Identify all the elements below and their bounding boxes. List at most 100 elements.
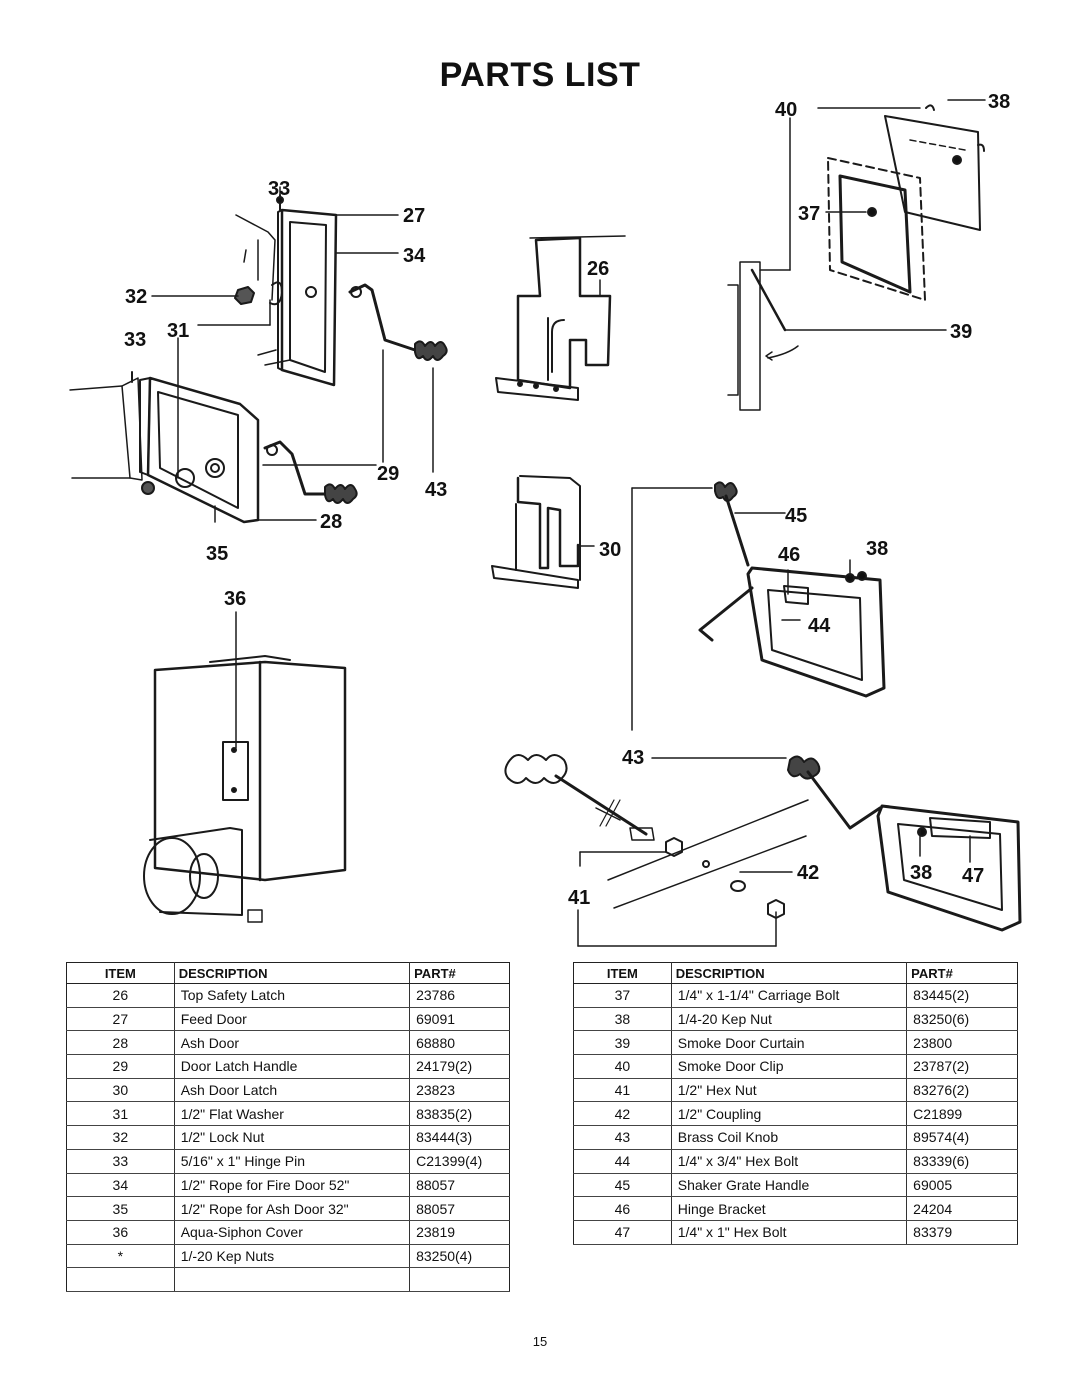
cell-description: Hinge Bracket: [670, 1196, 907, 1221]
cell-part-number: 83339(6): [906, 1149, 1018, 1174]
callout-35: 35: [206, 543, 228, 565]
callout-39: 39: [950, 321, 972, 343]
feed-door-drawing: [234, 194, 448, 387]
callout-42: 42: [797, 862, 819, 884]
cell-description: Ash Door Latch: [173, 1078, 410, 1103]
column-header-item: ITEM: [573, 962, 672, 984]
table-row: [66, 1267, 510, 1292]
callout-34: 34: [403, 245, 426, 267]
cell-part-number: 83250(6): [906, 1007, 1018, 1032]
cell-description: Shaker Grate Handle: [670, 1173, 907, 1198]
column-header-item: ITEM: [66, 962, 175, 984]
cell-item: 28: [66, 1030, 175, 1056]
cell-part-number: [409, 1267, 510, 1292]
cell-part-number: 23800: [906, 1030, 1018, 1056]
cell-description: Smoke Door Curtain: [670, 1030, 907, 1056]
callout-30: 30: [599, 539, 621, 561]
cell-description: 1/4-20 Kep Nut: [670, 1007, 907, 1032]
cell-description: 1/4" x 1" Hex Bolt: [670, 1220, 907, 1245]
callout-28: 28: [320, 511, 342, 533]
cell-part-number: 69005: [906, 1173, 1018, 1198]
callout-41: 41: [568, 887, 590, 909]
cell-item: 36: [66, 1220, 175, 1245]
cell-part-number: 83276(2): [906, 1078, 1018, 1103]
cell-description: 5/16" x 1" Hinge Pin: [173, 1149, 410, 1174]
parts-diagram: 33 27 34 32 33 31 29 43 28 35 36 26 30 4…: [69, 91, 1022, 947]
cell-description: 1/2" Rope for Fire Door 52": [173, 1173, 410, 1198]
callout-38-top: 38: [988, 91, 1010, 113]
cell-part-number: 83445(2): [906, 983, 1018, 1008]
callout-43-left: 43: [425, 479, 447, 501]
callout-40: 40: [775, 99, 797, 121]
cell-part-number: 83835(2): [409, 1101, 510, 1127]
cell-description: Door Latch Handle: [173, 1054, 410, 1079]
callout-29: 29: [377, 463, 399, 485]
cell-description: Top Safety Latch: [173, 983, 410, 1008]
cell-item: 33: [66, 1149, 175, 1174]
callout-26: 26: [587, 258, 609, 280]
cell-item: 34: [66, 1173, 175, 1198]
cell-part-number: C21399(4): [409, 1149, 510, 1174]
cell-item: 40: [573, 1054, 672, 1079]
callout-33-top: 33: [268, 178, 290, 200]
callout-27: 27: [403, 205, 425, 227]
cell-item: 35: [66, 1196, 175, 1221]
cell-item: 30: [66, 1078, 175, 1103]
cell-item: 31: [66, 1101, 175, 1127]
cell-part-number: 89574(4): [906, 1125, 1018, 1150]
cell-description: 1/4" x 3/4" Hex Bolt: [670, 1149, 907, 1174]
cell-part-number: C21899: [906, 1101, 1018, 1127]
cell-item: 42: [573, 1101, 672, 1127]
callout-37: 37: [798, 203, 820, 225]
cell-description: 1/2" Coupling: [670, 1101, 907, 1127]
column-header-part: PART#: [409, 962, 510, 984]
callout-45: 45: [785, 505, 807, 527]
cell-part-number: 88057: [409, 1196, 510, 1221]
cell-item: 43: [573, 1125, 672, 1150]
cell-description: [173, 1267, 410, 1292]
callout-46: 46: [778, 544, 800, 566]
cell-item: 38: [573, 1007, 672, 1032]
stove-cabinet-drawing: [143, 655, 347, 923]
callout-33-left: 33: [124, 329, 146, 351]
cell-item: *: [66, 1244, 175, 1269]
shaker-grate-drawing: [698, 481, 886, 698]
callout-32: 32: [125, 286, 147, 308]
cell-description: Brass Coil Knob: [670, 1125, 907, 1150]
callout-38-bottom: 38: [910, 862, 932, 884]
ash-door-latch-drawing: [491, 475, 581, 589]
cell-description: 1/-20 Kep Nuts: [173, 1244, 410, 1269]
cell-item: 27: [66, 1007, 175, 1032]
cell-description: 1/2" Rope for Ash Door 32": [173, 1196, 410, 1221]
cell-description: Feed Door: [173, 1007, 410, 1032]
cell-item: 37: [573, 983, 672, 1008]
cell-description: 1/2" Hex Nut: [670, 1078, 907, 1103]
callout-43-right: 43: [622, 747, 644, 769]
cell-item: 47: [573, 1220, 672, 1245]
table-header-row: ITEM DESCRIPTION PART#: [66, 962, 510, 984]
cell-item: 44: [573, 1149, 672, 1174]
page-title: PARTS LIST: [439, 56, 641, 94]
callout-44: 44: [808, 615, 831, 637]
shaker-rod-drawing: [504, 754, 1022, 932]
smoke-door-curtain-drawing: [727, 104, 985, 411]
column-header-description: DESCRIPTION: [173, 962, 410, 984]
cell-description: Smoke Door Clip: [670, 1054, 907, 1079]
cell-part-number: 83444(3): [409, 1125, 510, 1150]
